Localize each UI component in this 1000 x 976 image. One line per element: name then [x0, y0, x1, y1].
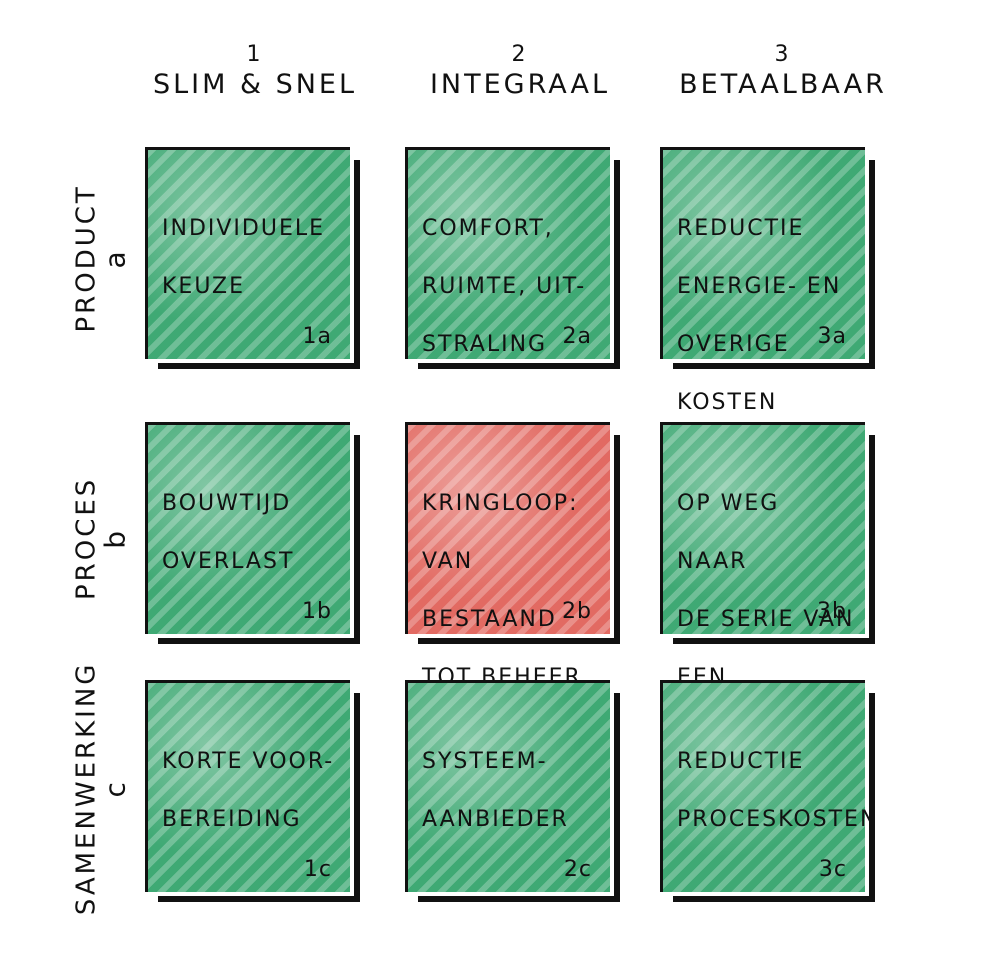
cell-fill: [663, 683, 865, 892]
cell-line: COMFORT,: [422, 216, 554, 241]
cell-2a: COMFORT, RUIMTE, UIT- STRALING 2a: [405, 147, 620, 369]
cell-code: 3c: [818, 857, 847, 882]
cell-line: ENERGIE- EN: [677, 274, 842, 299]
column-number: 3: [774, 42, 792, 67]
cell-line: REDUCTIE: [677, 216, 805, 241]
row-header-a: PRODUCT a: [71, 128, 132, 388]
cell-1a: INDIVIDUELE KEUZE 1a: [145, 147, 360, 369]
cell-text: SYSTEEM- AANBIEDER: [422, 733, 600, 849]
cell-fill: [663, 150, 865, 359]
cell-line: OVERLAST: [162, 549, 295, 574]
row-header-c: SAMENWERKING c: [71, 658, 132, 918]
cell-3b: OP WEG NAAR DE SERIE VAN EEN 3b: [660, 422, 875, 690]
column-header-2: 2 INTEGRAAL: [405, 42, 635, 100]
cell-line: KORTE VOOR-: [162, 749, 335, 774]
cell-line: INDIVIDUELE: [162, 216, 326, 241]
cell-text: INDIVIDUELE KEUZE: [162, 200, 340, 316]
row-letter: b: [98, 527, 132, 549]
cell-1b: BOUWTIJD OVERLAST 1b: [145, 422, 360, 644]
cell-fill: [148, 425, 350, 634]
row-letter: c: [98, 779, 132, 798]
cell-line: BEREIDING: [162, 807, 302, 832]
cell-code: 2c: [563, 857, 592, 882]
column-header-1: 1 SLIM & SNEL: [140, 42, 370, 100]
cell-3a: REDUCTIE ENERGIE- EN OVERIGE KOSTEN 3a: [660, 147, 875, 415]
cell-line: VAN BESTAAND: [422, 549, 557, 632]
row-header-b: PROCES b: [71, 408, 132, 668]
cell-line: REDUCTIE: [677, 749, 805, 774]
cell-text: KRINGLOOP: VAN BESTAAND TOT BEHEER: [422, 475, 600, 707]
column-title: BETAALBAAR: [679, 69, 887, 100]
cell-line: RUIMTE, UIT-: [422, 274, 587, 299]
cell-line: AANBIEDER: [422, 807, 569, 832]
cell-code: 1c: [303, 857, 332, 882]
cell-fill: [663, 425, 865, 634]
cell-line: BOUWTIJD: [162, 491, 292, 516]
cell-fill: [408, 425, 610, 634]
cell-text: BOUWTIJD OVERLAST: [162, 475, 340, 591]
cell-fill: [408, 683, 610, 892]
cell-code: 1b: [302, 599, 332, 624]
column-number: 2: [511, 42, 529, 67]
cell-fill: [408, 150, 610, 359]
column-number: 1: [246, 42, 264, 67]
column-header-3: 3 BETAALBAAR: [668, 42, 898, 100]
cell-fill: [148, 683, 350, 892]
cell-line: PROCESKOSTEN: [677, 807, 879, 832]
cell-code: 1a: [302, 324, 332, 349]
cell-line: STRALING: [422, 332, 548, 357]
cell-1c: KORTE VOOR- BEREIDING 1c: [145, 680, 360, 902]
cell-code: 2b: [562, 599, 592, 624]
cell-2b: KRINGLOOP: VAN BESTAAND TOT BEHEER 2b: [405, 422, 620, 690]
cell-line: OP WEG NAAR: [677, 491, 780, 574]
row-title: SAMENWERKING: [71, 661, 102, 916]
cell-line: KEUZE: [162, 274, 246, 299]
cell-text: REDUCTIE PROCESKOSTEN: [677, 733, 879, 849]
cell-text: OP WEG NAAR DE SERIE VAN EEN: [677, 475, 855, 707]
cell-text: COMFORT, RUIMTE, UIT- STRALING: [422, 200, 600, 374]
cell-line: DE SERIE VAN: [677, 607, 855, 632]
cell-fill: [148, 150, 350, 359]
row-title: PROCES: [71, 476, 102, 600]
cell-line: SYSTEEM-: [422, 749, 548, 774]
cell-code: 3a: [817, 324, 847, 349]
row-letter: a: [98, 248, 132, 269]
cell-line: OVERIGE KOSTEN: [677, 332, 790, 415]
cell-text: REDUCTIE ENERGIE- EN OVERIGE KOSTEN: [677, 200, 855, 432]
cell-2c: SYSTEEM- AANBIEDER 2c: [405, 680, 620, 902]
cell-line: KRINGLOOP:: [422, 491, 579, 516]
cell-code: 2a: [562, 324, 592, 349]
cell-3c: REDUCTIE PROCESKOSTEN 3c: [660, 680, 879, 902]
column-title: SLIM & SNEL: [152, 69, 358, 100]
cell-text: KORTE VOOR- BEREIDING: [162, 733, 340, 849]
cell-code: 3b: [817, 599, 847, 624]
row-title: PRODUCT: [71, 184, 102, 333]
column-title: INTEGRAAL: [429, 69, 611, 100]
